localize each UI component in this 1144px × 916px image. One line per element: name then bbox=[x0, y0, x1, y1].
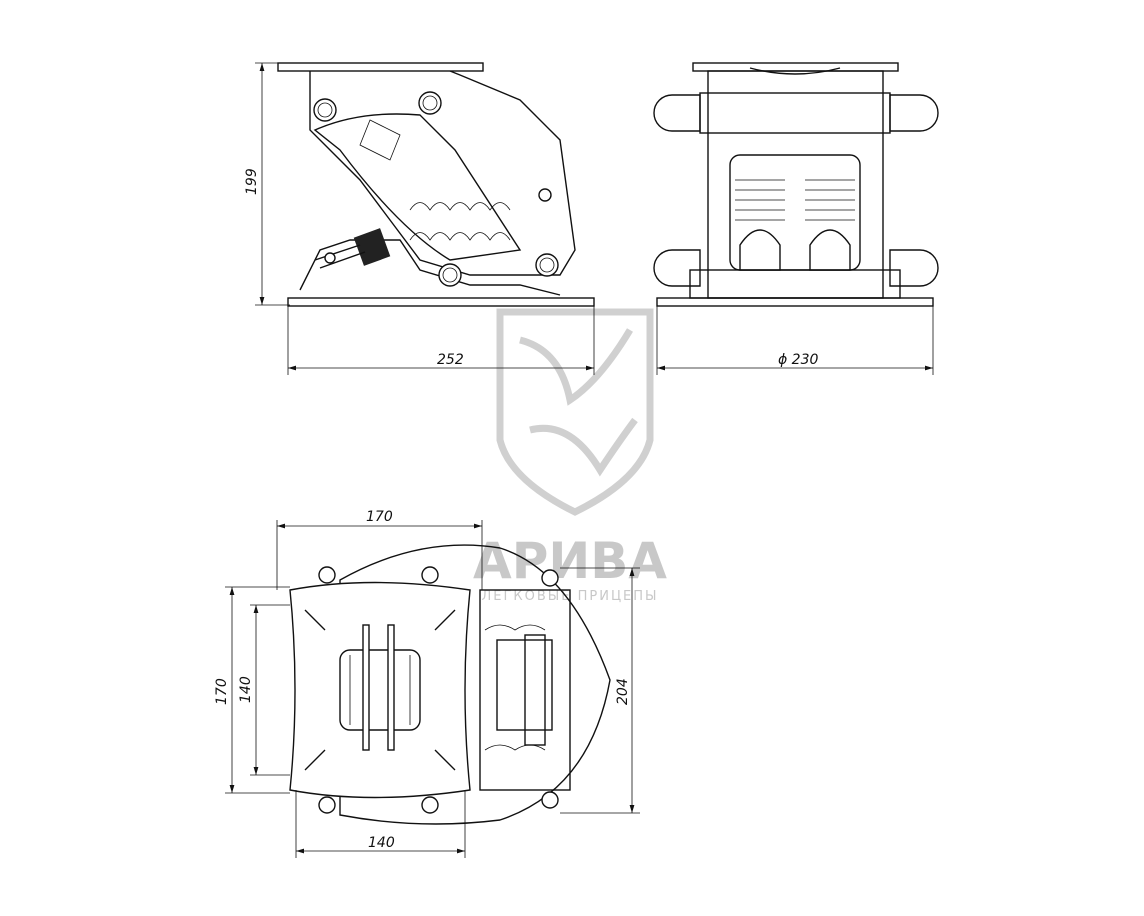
top-view bbox=[289, 544, 611, 825]
dim-top-width: 170 bbox=[366, 509, 393, 525]
dim-top-outer-height: 170 bbox=[214, 678, 230, 705]
side-view bbox=[277, 62, 595, 307]
dim-side-length: 252 bbox=[437, 352, 464, 368]
watermark-tagline: ЛЕГКОВЫЕ ПРИЦЕПЫ bbox=[481, 589, 658, 604]
dimension-lines bbox=[225, 62, 934, 858]
watermark-brand: АРИВА bbox=[473, 532, 667, 590]
dim-top-bottom-width: 140 bbox=[368, 835, 395, 851]
watermark-logo bbox=[496, 308, 654, 516]
dim-top-total-height: 204 bbox=[615, 678, 631, 705]
dim-front-diameter: ϕ 230 bbox=[778, 352, 819, 368]
dim-side-height: 199 bbox=[244, 168, 260, 195]
dim-top-inner-height: 140 bbox=[238, 676, 254, 703]
front-view bbox=[653, 62, 939, 307]
